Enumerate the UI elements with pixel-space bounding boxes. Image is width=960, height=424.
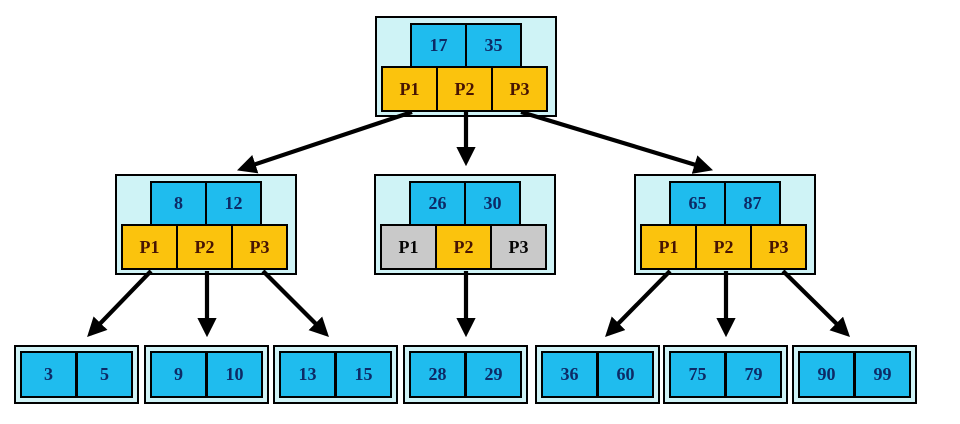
edge-left-p3 (261, 269, 329, 337)
leaf-node: 90 99 (792, 345, 917, 404)
leaf-value: 28 (428, 364, 447, 384)
leaf-node: 28 29 (403, 345, 528, 404)
leaf-divider (464, 353, 467, 396)
pointer-cell: P1 (121, 224, 178, 270)
leaf-value: 90 (817, 364, 836, 384)
key-cell: 12 (205, 181, 262, 226)
root-keys-row: 17 35 (410, 23, 522, 68)
leaf-value: 3 (44, 364, 53, 384)
key-cell: 8 (150, 181, 207, 226)
root-pointers-row: P1 P2 P3 (381, 66, 548, 112)
leaf-divider (205, 353, 208, 396)
key-cell: 87 (724, 181, 781, 226)
edge-right-p1 (605, 269, 672, 337)
leaf-node: 75 79 (663, 345, 788, 404)
pointer-cell: P1 (381, 66, 438, 112)
leaf-value: 9 (174, 364, 183, 384)
pointer-cell-inactive: P3 (490, 224, 547, 270)
edge-left-p1 (87, 269, 153, 338)
key-cell: 65 (669, 181, 726, 226)
pointer-cell: P2 (435, 224, 492, 270)
key-cell: 30 (464, 181, 521, 226)
leaf-node: 3 5 (14, 345, 139, 404)
leaf-value: 79 (744, 364, 763, 384)
leaf-divider (724, 353, 727, 396)
leaf-value: 15 (354, 364, 373, 384)
internal-node-right: 65 87 P1 P2 P3 (634, 174, 816, 275)
leaf-node: 13 15 (273, 345, 398, 404)
leaf-value: 60 (616, 364, 635, 384)
leaf-value: 75 (688, 364, 707, 384)
pointer-cell: P2 (176, 224, 233, 270)
leaf-value: 99 (873, 364, 892, 384)
pointer-cell: P1 (640, 224, 697, 270)
root-node: 17 35 P1 P2 P3 (375, 16, 557, 117)
leaf-value: 36 (560, 364, 579, 384)
leaf-node: 36 60 (535, 345, 660, 404)
pointer-cell: P2 (436, 66, 493, 112)
keys-row: 65 87 (669, 181, 781, 226)
leaf-divider (596, 353, 599, 396)
pointer-cell-inactive: P1 (380, 224, 437, 270)
leaf-divider (334, 353, 337, 396)
edge-right-p3 (781, 269, 850, 337)
pointer-cell: P3 (231, 224, 288, 270)
internal-node-middle: 26 30 P1 P2 P3 (374, 174, 556, 275)
key-cell: 35 (465, 23, 522, 68)
pointers-row: P1 P2 P3 (121, 224, 288, 270)
keys-row: 26 30 (409, 181, 521, 226)
leaf-value: 10 (225, 364, 244, 384)
pointers-row: P1 P2 P3 (380, 224, 547, 270)
leaf-value: 5 (100, 364, 109, 384)
pointer-cell: P3 (491, 66, 548, 112)
leaf-node: 9 10 (144, 345, 269, 404)
key-cell: 17 (410, 23, 467, 68)
edge-root-p1 (237, 110, 413, 174)
pointer-cell: P2 (695, 224, 752, 270)
leaf-divider (853, 353, 856, 396)
leaf-value: 13 (298, 364, 317, 384)
leaf-value: 29 (484, 364, 503, 384)
keys-row: 8 12 (150, 181, 262, 226)
leaf-divider (75, 353, 78, 396)
pointer-cell: P3 (750, 224, 807, 270)
key-cell: 26 (409, 181, 466, 226)
pointers-row: P1 P2 P3 (640, 224, 807, 270)
edge-root-p3 (520, 109, 714, 174)
internal-node-left: 8 12 P1 P2 P3 (115, 174, 297, 275)
